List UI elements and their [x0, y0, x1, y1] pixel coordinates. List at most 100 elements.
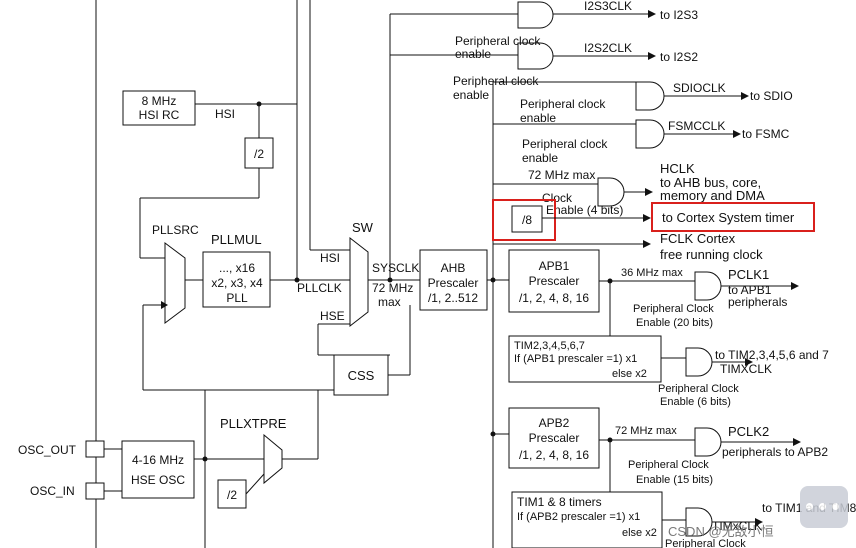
apb2-prescaler-box: [508, 407, 600, 469]
pclk1-desc2: peripherals: [728, 295, 787, 309]
fsmc-and-gate: [635, 119, 665, 149]
pclk1-label: PCLK1: [728, 267, 769, 282]
apb2-line2: Prescaler: [529, 431, 580, 445]
cortex-highlight: [651, 202, 815, 232]
sw-hsi-label: HSI: [320, 251, 340, 265]
pce1-line1: Peripheral clock: [455, 34, 541, 48]
tim1-8-box: [511, 491, 663, 548]
pce20-line1: Peripheral Clock: [633, 303, 714, 315]
apb2-line3: /1, 2, 4, 8, 16: [519, 448, 589, 462]
wire: [245, 473, 265, 495]
ahb-line1: AHB: [441, 261, 466, 275]
hclk-72mhz-label: 72 MHz max: [528, 168, 595, 182]
pll-label: PLL: [226, 291, 248, 305]
pllmul-box: [202, 251, 271, 308]
pclk2-label: PCLK2: [728, 424, 769, 439]
tim1-line1: TIM1 & 8 timers: [517, 495, 602, 509]
apb2-72mhz-label: 72 MHz max: [615, 425, 677, 437]
hclk-label: HCLK: [660, 161, 695, 176]
pce-bottom-label: Peripheral Clock: [665, 538, 746, 548]
pce3-line1: Peripheral clock: [520, 97, 606, 111]
tim1-line2: If (APB2 prescaler =1) x1: [517, 511, 640, 523]
ahb-line2: Prescaler: [428, 276, 479, 290]
pllmul-line2: x2, x3, x4: [211, 276, 263, 290]
pce2-line2: enable: [453, 88, 489, 102]
hsi-rc-line1: 8 MHz: [142, 94, 177, 108]
ahb-prescaler-box: [419, 249, 488, 311]
pllsrc-mux: [164, 242, 186, 324]
pce6-line1: Peripheral Clock: [658, 383, 739, 395]
tim2-line1: TIM2,3,4,5,6,7: [514, 340, 585, 352]
to-sdio-label: to SDIO: [750, 89, 793, 103]
hsi-rc-box: [122, 90, 196, 126]
watermark-text: CSDN @无敌小恒: [668, 524, 774, 539]
to-i2s3-label: to I2S3: [660, 8, 698, 22]
fsmcclk-label: FSMCCLK: [668, 119, 725, 133]
div8-box: [511, 205, 543, 233]
osc-out-pin: [85, 440, 105, 458]
junction: [202, 456, 208, 462]
pllmul-label: PLLMUL: [211, 232, 262, 247]
i2s2-and-gate: [517, 42, 554, 70]
tim2-7-box: [508, 335, 662, 383]
hsi-div2-label: /2: [254, 147, 264, 161]
pce4-line2: enable: [522, 151, 558, 165]
hsi-label: HSI: [215, 107, 235, 121]
apb1-line1: APB1: [539, 259, 570, 273]
sysclk-72-line1: 72 MHz: [372, 281, 413, 295]
apb1-line2: Prescaler: [529, 274, 580, 288]
pce1-line2: enable: [455, 47, 491, 61]
osc-in-pin: [85, 482, 105, 500]
sysclk-72-line2: max: [378, 295, 401, 309]
clock-enable-line2: Enable (4 bits): [546, 203, 623, 217]
tim1-line3: else x2: [622, 527, 657, 539]
clock-enable-line1: Clock: [542, 191, 573, 205]
hclk-desc1: to AHB bus, core,: [660, 175, 761, 190]
tim2-line3: else x2: [612, 368, 647, 380]
tim1-and-gate: [685, 507, 713, 537]
timxclk2-label: TIMxCLK: [712, 519, 762, 533]
hse-osc-line1: 4-16 MHz: [132, 453, 184, 467]
div8-label: /8: [522, 213, 532, 227]
pce6-line2: Enable (6 bits): [660, 396, 731, 408]
sdio-and-gate: [635, 81, 665, 111]
css-label: CSS: [348, 368, 375, 383]
apb1-36mhz-label: 36 MHz max: [621, 267, 683, 279]
sdioclk-label: SDIOCLK: [673, 81, 726, 95]
i2s3-and-gate: [517, 1, 554, 29]
pllxtpre-label: PLLXTPRE: [220, 416, 287, 431]
sw-mux: [349, 236, 369, 328]
hsi-rc-line2: HSI RC: [139, 108, 180, 122]
osc-out-label: OSC_OUT: [18, 443, 77, 457]
to-fsmc-label: to FSMC: [742, 127, 790, 141]
div8-highlight: [492, 199, 556, 241]
pllclk-label: PLLCLK: [297, 281, 342, 295]
tim2-line2: If (APB1 prescaler =1) x1: [514, 353, 637, 365]
pllmul-line1: ..., x16: [219, 261, 255, 275]
i2s2clk-label: I2S2CLK: [584, 41, 632, 55]
to-tim2-label: to TIM2,3,4,5,6 and 7: [715, 348, 829, 362]
sysclk-label: SYSCLK: [372, 261, 419, 275]
hse-div2-box: [217, 479, 247, 509]
pllsrc-label: PLLSRC: [152, 223, 199, 237]
i2s3clk-label: I2S3CLK: [584, 0, 632, 13]
sw-hse-label: HSE: [320, 309, 345, 323]
cortex-timer-label: to Cortex System timer: [662, 210, 795, 225]
pllxtpre-mux: [263, 433, 283, 485]
pce15-line1: Peripheral Clock: [628, 459, 709, 471]
timxclk-label: TIMXCLK: [720, 362, 772, 376]
apb2-line1: APB2: [539, 416, 570, 430]
apb1-prescaler-box: [508, 249, 600, 313]
hse-osc-box: [121, 440, 195, 499]
watermark-badge-icon: [800, 486, 848, 528]
hclk-and-gate: [597, 177, 625, 207]
fclk-label2: free running clock: [660, 247, 763, 262]
fclk-label1: FCLK Cortex: [660, 231, 736, 246]
arrowhead: [161, 301, 168, 309]
hse-div2-label: /2: [227, 488, 237, 502]
hclk-desc2: memory and DMA: [660, 188, 765, 203]
pce2-line1: Peripheral clock: [453, 74, 539, 88]
apb1-line3: /1, 2, 4, 8, 16: [519, 291, 589, 305]
pce4-line1: Peripheral clock: [522, 137, 608, 151]
